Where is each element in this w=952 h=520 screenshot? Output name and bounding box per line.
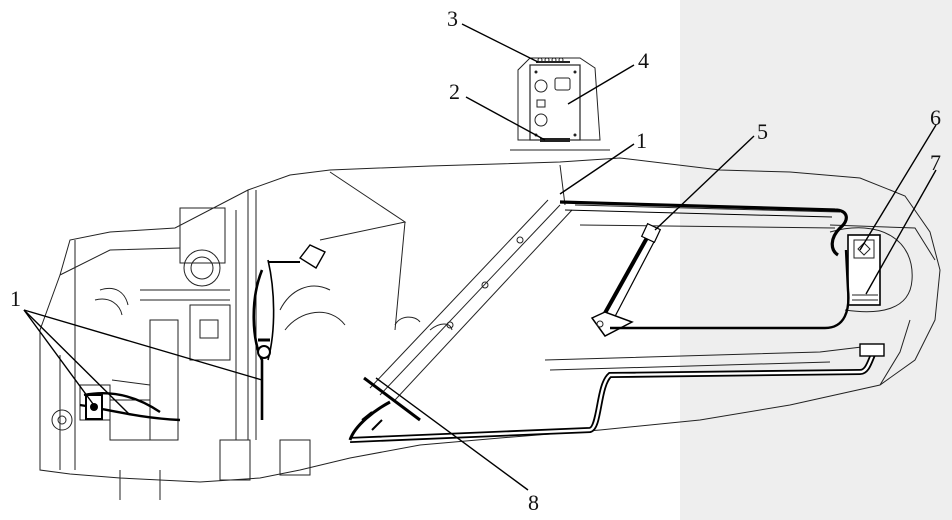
background-panel: [680, 0, 952, 520]
callout-4: 4: [638, 48, 649, 73]
gas-strut: [590, 222, 662, 337]
control-unit-housing: [510, 57, 610, 151]
callout-1-left: 1: [10, 286, 21, 311]
engine-frame-area: [51, 190, 346, 500]
callout-3: 3: [447, 6, 458, 31]
leader-5: [654, 135, 755, 231]
callout-7: 7: [930, 150, 941, 175]
leader-lines: [23, 23, 937, 491]
leader-4: [567, 64, 635, 105]
leader-2: [465, 96, 546, 141]
leader-6: [859, 124, 937, 251]
leader-7: [865, 169, 937, 295]
callout-5: 5: [757, 119, 768, 144]
callout-1-top: 1: [636, 128, 647, 153]
diagonal-frame-member: [369, 199, 573, 401]
wiring-harness: [79, 200, 885, 443]
leader-8: [375, 377, 529, 491]
leader-3: [461, 23, 539, 63]
leader-1-left-c: [23, 309, 263, 381]
callout-8: 8: [528, 490, 539, 515]
leader-1-top: [559, 143, 635, 195]
leader-1-left-b: [23, 309, 131, 416]
vehicle-body-outline: [39, 157, 941, 483]
callout-6: 6: [930, 105, 941, 130]
callout-2: 2: [449, 79, 460, 104]
leader-1-left-a: [23, 309, 97, 409]
part-8-bar: [363, 376, 421, 422]
callout-labels: 1 1 2 3 4 5 6 7 8: [10, 6, 941, 515]
battery-pack: [829, 227, 913, 313]
